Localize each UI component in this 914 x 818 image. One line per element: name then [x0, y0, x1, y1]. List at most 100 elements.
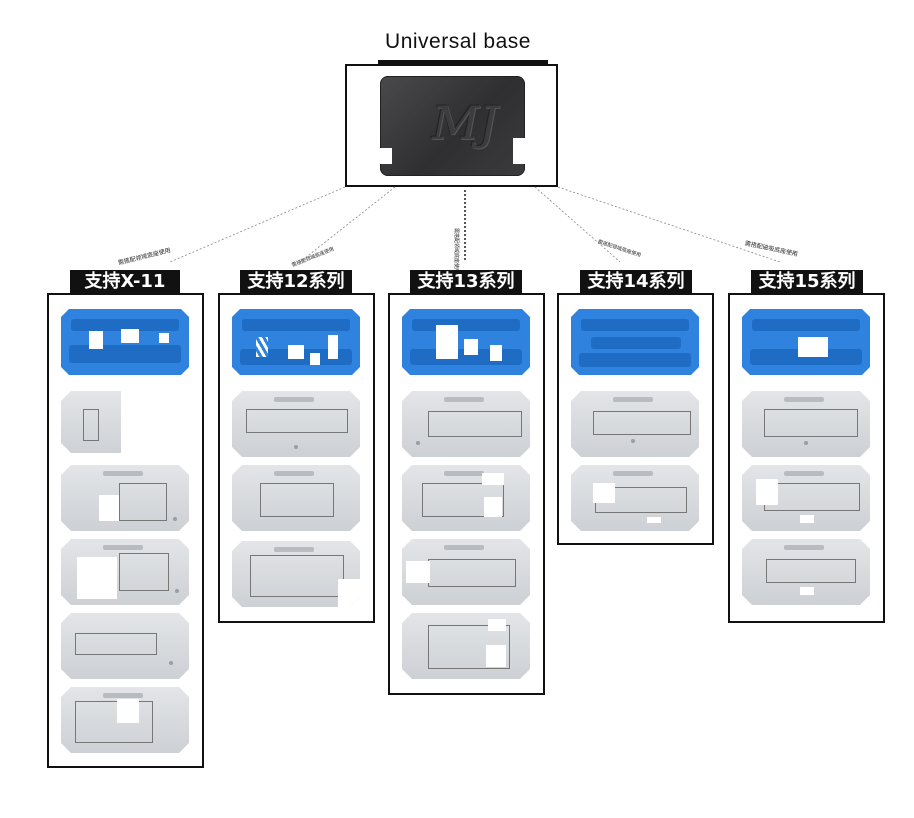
stencil-outline [83, 409, 99, 441]
stencil-logo [274, 397, 314, 402]
column-label-12: 支持12系列 [240, 270, 352, 294]
stencil-dot [173, 517, 177, 521]
plate-cutout [328, 335, 338, 359]
stencil-logo [103, 693, 143, 698]
stencil-outline [119, 483, 167, 521]
blue-plate-12 [232, 309, 360, 375]
stencil-x11-4 [61, 613, 189, 679]
stencil-dot [294, 445, 298, 449]
base-emblem: MJ [432, 96, 498, 150]
plate-cutout [464, 339, 478, 355]
stencil-x11-2 [61, 465, 189, 531]
stencil-outline [428, 559, 516, 587]
plate-cutout [310, 353, 320, 365]
stencil-logo [103, 545, 143, 550]
stencil-logo [613, 471, 653, 476]
page-title: Universal base [385, 30, 531, 53]
stencil-outline [75, 701, 153, 743]
column-label-13: 支持13系列 [410, 270, 522, 294]
stencil-hole [756, 479, 778, 505]
stencil-hole [800, 587, 814, 595]
stencil-outline [260, 483, 334, 517]
connector-label-12: 需搭配领域底座使用 [291, 246, 336, 269]
stencil-outline [428, 411, 522, 437]
stencil-outline [428, 625, 510, 669]
universal-base-plate: MJ [378, 76, 527, 176]
column-x11 [47, 293, 204, 768]
stencil-logo [613, 397, 653, 402]
plate-cutout [288, 345, 304, 359]
stencil-dot [416, 441, 420, 445]
stencil-dot [804, 441, 808, 445]
stencil-outline [422, 483, 504, 517]
stencil-hole [99, 495, 119, 521]
base-notch-right [513, 138, 527, 164]
column-14 [557, 293, 714, 545]
stencil-12-1 [232, 391, 360, 457]
plate-channel [579, 353, 691, 367]
stencil-hole [486, 645, 506, 667]
plate-channel [412, 319, 520, 331]
stencil-hole [117, 699, 139, 723]
stencil-hole [488, 619, 506, 631]
stencil-outline [593, 411, 691, 435]
stencil-13-3 [402, 539, 530, 605]
stencil-outline [764, 483, 860, 511]
plate-channel [242, 319, 350, 331]
column-13 [388, 293, 545, 695]
stencil-logo [784, 471, 824, 476]
stencil-dot [169, 661, 173, 665]
column-12 [218, 293, 375, 623]
stencil-13-2 [402, 465, 530, 531]
connector-line-12 [299, 186, 396, 263]
column-label-15: 支持15系列 [751, 270, 863, 294]
blue-plate-13 [402, 309, 530, 375]
stencil-outline [250, 555, 344, 597]
stencil-hole [800, 515, 814, 523]
stencil-dot [631, 439, 635, 443]
plate-channel [581, 319, 689, 331]
connector-label-15: 需搭配磁吸底座使用 [744, 240, 799, 259]
connector-label-13: 需搭配领域底座使用 [453, 227, 460, 274]
stencil-logo [444, 545, 484, 550]
stencil-hole [647, 517, 661, 523]
connector-label-x11: 需搭配领域底座使用 [117, 247, 172, 267]
plate-cutout [89, 331, 103, 349]
stencil-logo [444, 471, 484, 476]
blue-plate-14 [571, 309, 699, 375]
stencil-14-2 [571, 465, 699, 531]
stencil-15-2 [742, 465, 870, 531]
stencil-x11-1 [61, 391, 121, 453]
column-label-14: 支持14系列 [580, 270, 692, 294]
stencil-15-1 [742, 391, 870, 457]
connector-line-15 [557, 186, 781, 263]
stencil-hole [593, 483, 615, 503]
plate-cutout [256, 337, 268, 357]
connector-label-14: 需搭配领域底座使用 [596, 239, 642, 259]
stencil-outline [246, 409, 348, 433]
stencil-hole [338, 579, 360, 607]
stencil-hole [77, 557, 117, 599]
stencil-logo [784, 397, 824, 402]
stencil-logo [784, 545, 824, 550]
plate-channel [750, 349, 862, 365]
connector-line-14 [534, 186, 621, 263]
title-underline [378, 60, 548, 64]
stencil-hole [406, 561, 430, 583]
stencil-hole [482, 473, 504, 485]
blue-plate-15 [742, 309, 870, 375]
stencil-hole [484, 497, 502, 517]
blue-plate-x11 [61, 309, 189, 375]
stencil-outline [75, 633, 157, 655]
plate-cutout [436, 325, 458, 359]
stencil-logo [274, 471, 314, 476]
plate-cutout [121, 329, 139, 343]
column-label-x11: 支持X-11 [70, 270, 180, 294]
stencil-x11-3 [61, 539, 189, 605]
stencil-logo [103, 471, 143, 476]
plate-cutout [159, 333, 169, 343]
plate-channel [69, 345, 181, 363]
universal-base-box: MJ [345, 64, 558, 187]
stencil-12-2 [232, 465, 360, 531]
stencil-13-1 [402, 391, 530, 457]
